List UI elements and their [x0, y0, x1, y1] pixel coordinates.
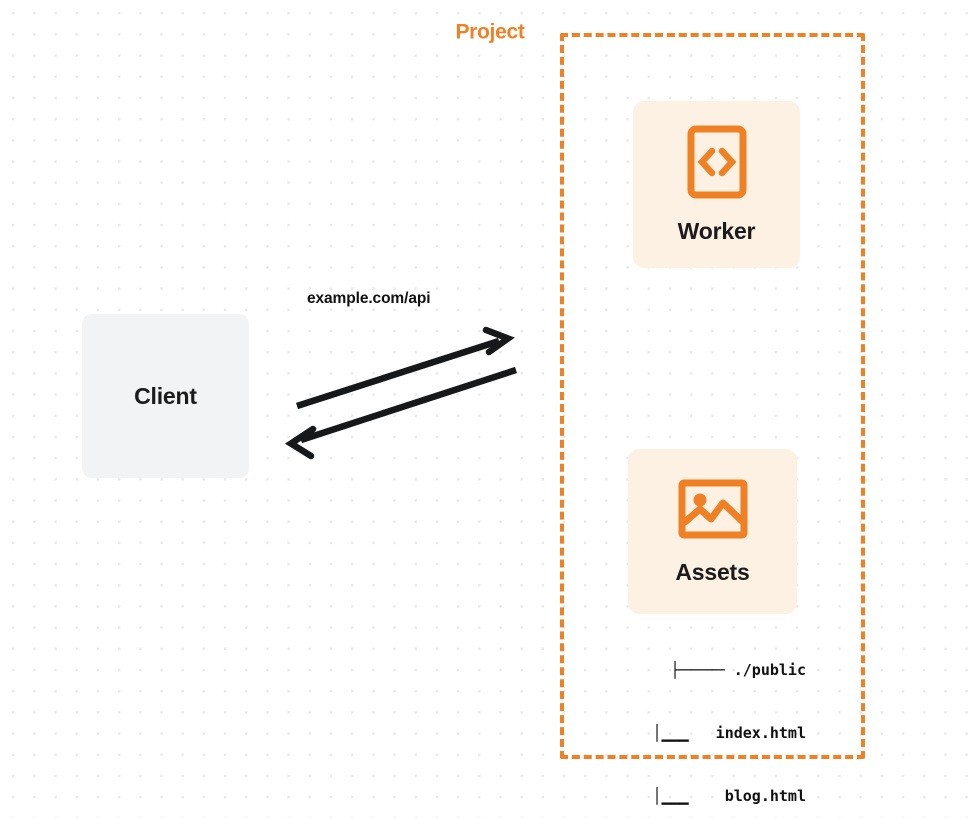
response-arrow-icon — [284, 366, 518, 460]
client-label: Client — [134, 382, 197, 409]
connection-label: example.com/api — [307, 290, 431, 307]
request-arrow-icon — [296, 326, 515, 410]
assets-node[interactable]: Assets — [628, 449, 797, 614]
file-tree-row: │▁▁▁ index.html — [652, 724, 806, 742]
worker-label: Worker — [677, 217, 756, 244]
image-icon — [678, 478, 748, 545]
worker-node[interactable]: Worker — [633, 101, 800, 268]
assets-label: Assets — [675, 558, 750, 585]
client-node[interactable]: Client — [82, 314, 249, 478]
file-tree-row: ├───── ./public — [670, 661, 806, 679]
project-title: Project — [448, 20, 532, 45]
file-tree-row: │▁▁▁ blog.html — [652, 787, 806, 805]
assets-file-tree: ├───── ./public │▁▁▁ index.html │▁▁▁ blo… — [606, 618, 806, 818]
code-brackets-icon — [687, 125, 747, 204]
project-boundary — [560, 33, 865, 759]
